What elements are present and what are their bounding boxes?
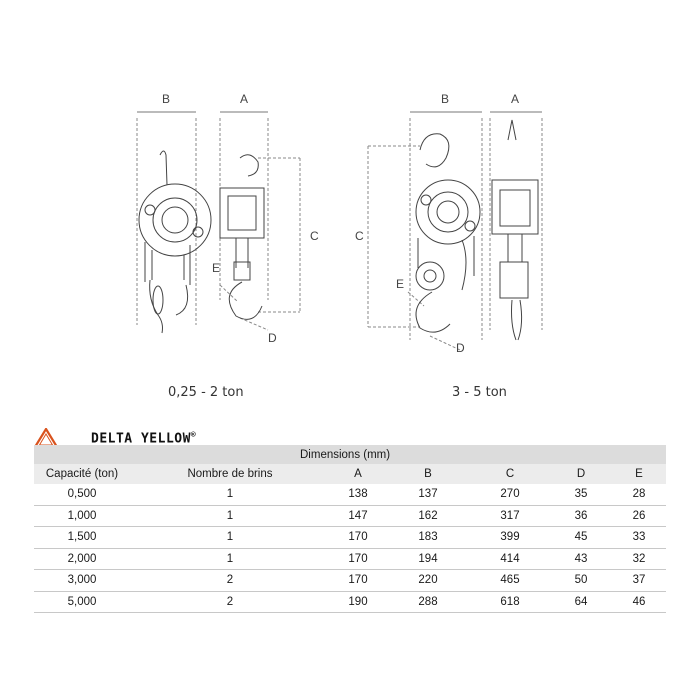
left-label-D: D — [268, 331, 277, 345]
table-cell: 220 — [386, 569, 470, 592]
table-cell: 36 — [550, 505, 612, 527]
left-hoist-front-view — [138, 150, 212, 334]
right-hoist-front-view — [415, 133, 481, 333]
table-cell: 2 — [130, 591, 330, 613]
right-label-E: E — [396, 277, 404, 291]
table-cell: 288 — [386, 591, 470, 613]
table-cell: 183 — [386, 526, 470, 549]
table-cell: 270 — [470, 484, 550, 506]
table-cell: 147 — [330, 505, 386, 527]
table-cell: 194 — [386, 548, 470, 570]
table-cell: 45 — [550, 526, 612, 549]
table-cell: 32 — [612, 548, 666, 570]
table-cell: 46 — [612, 591, 666, 613]
right-label-D: D — [456, 341, 465, 355]
table-cell: 1,500 — [34, 526, 130, 549]
right-label-C: C — [355, 229, 364, 243]
table-cell: 0,500 — [34, 484, 130, 506]
table-cell: 137 — [386, 484, 470, 506]
caption-small-hoist: 0,25 - 2 ton — [168, 385, 244, 400]
table-header-cell: A — [330, 464, 386, 484]
table-header-cell: D — [550, 464, 612, 484]
table-cell: 1 — [130, 548, 330, 570]
left-dimension-lines — [136, 118, 301, 331]
right-dimension-lines — [367, 118, 543, 351]
table-header-cell: B — [386, 464, 470, 484]
table-cell: 2 — [130, 569, 330, 592]
table-cell: 28 — [612, 484, 666, 506]
right-label-B: B — [441, 92, 449, 106]
table-cell: 399 — [470, 526, 550, 549]
table-cell: 43 — [550, 548, 612, 570]
table-cell: 37 — [612, 569, 666, 592]
caption-large-hoist: 3 - 5 ton — [452, 385, 507, 400]
hoist-diagram: B A C E D B A C E D — [136, 92, 543, 355]
table-cell: 26 — [612, 505, 666, 527]
right-label-A: A — [511, 92, 519, 106]
left-hoist-side-view — [219, 154, 265, 320]
table-cell: 618 — [470, 591, 550, 613]
table-cell: 190 — [330, 591, 386, 613]
table-cell: 1 — [130, 526, 330, 549]
table-cell: 2,000 — [34, 548, 130, 570]
table-header-cell: E — [612, 464, 666, 484]
table-cell: 465 — [470, 569, 550, 592]
table-cell: 1,000 — [34, 505, 130, 527]
table-cell: 33 — [612, 526, 666, 549]
right-hoist-side-view — [491, 119, 539, 341]
table-cell: 5,000 — [34, 591, 130, 613]
dimensions-table: Dimensions (mm) Capacité (ton)Nombre de … — [34, 445, 666, 613]
table-cell: 1 — [130, 484, 330, 506]
table-cell: 35 — [550, 484, 612, 506]
table-cell: 64 — [550, 591, 612, 613]
brand-name: DELTA YELLOW® — [91, 430, 197, 447]
table-cell: 170 — [330, 548, 386, 570]
table-cell: 317 — [470, 505, 550, 527]
table-header-cell: Nombre de brins — [130, 464, 330, 484]
table-header-cell: Capacité (ton) — [34, 464, 130, 484]
left-label-A: A — [240, 92, 248, 106]
table-cell: 50 — [550, 569, 612, 592]
left-label-B: B — [162, 92, 170, 106]
left-label-C: C — [310, 229, 319, 243]
table-cell: 1 — [130, 505, 330, 527]
dimensions-title: Dimensions (mm) — [34, 445, 666, 464]
table-header-cell: C — [470, 464, 550, 484]
table-cell: 162 — [386, 505, 470, 527]
table-cell: 170 — [330, 526, 386, 549]
table-cell: 138 — [330, 484, 386, 506]
table-cell: 3,000 — [34, 569, 130, 592]
left-label-E: E — [212, 261, 220, 275]
table-cell: 414 — [470, 548, 550, 570]
table-cell: 170 — [330, 569, 386, 592]
